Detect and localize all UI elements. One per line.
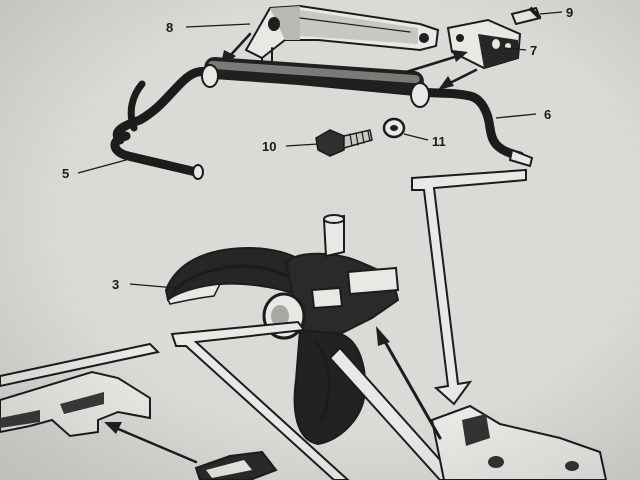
exploded-parts-diagram: 8 9 7 6 10 11 5 3 — [0, 0, 640, 480]
photo-vignette — [0, 0, 640, 480]
